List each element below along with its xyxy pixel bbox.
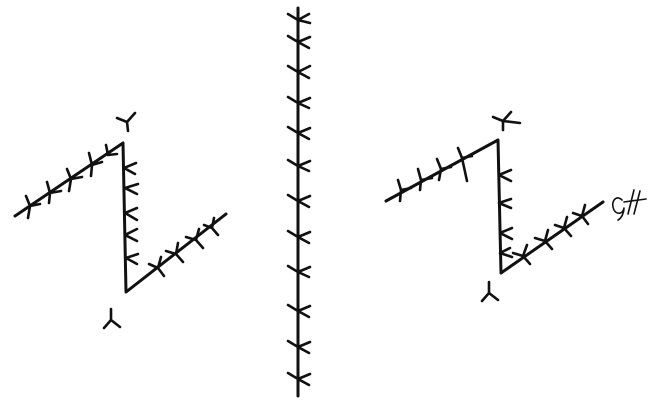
left-zigzag-top-y xyxy=(117,113,135,131)
right-zigzag-top-y xyxy=(493,112,520,130)
right-zigzag-ticks-lower xyxy=(513,205,588,264)
center-vertical xyxy=(288,8,310,396)
right-zigzag xyxy=(386,112,603,301)
left-zigzag-backbone xyxy=(15,143,226,292)
signature-mark xyxy=(613,190,646,220)
right-zigzag-backbone xyxy=(386,140,603,273)
left-zigzag-bottom-y xyxy=(104,309,120,328)
left-zigzag xyxy=(15,113,226,328)
right-zigzag-bottom-y xyxy=(482,282,498,301)
